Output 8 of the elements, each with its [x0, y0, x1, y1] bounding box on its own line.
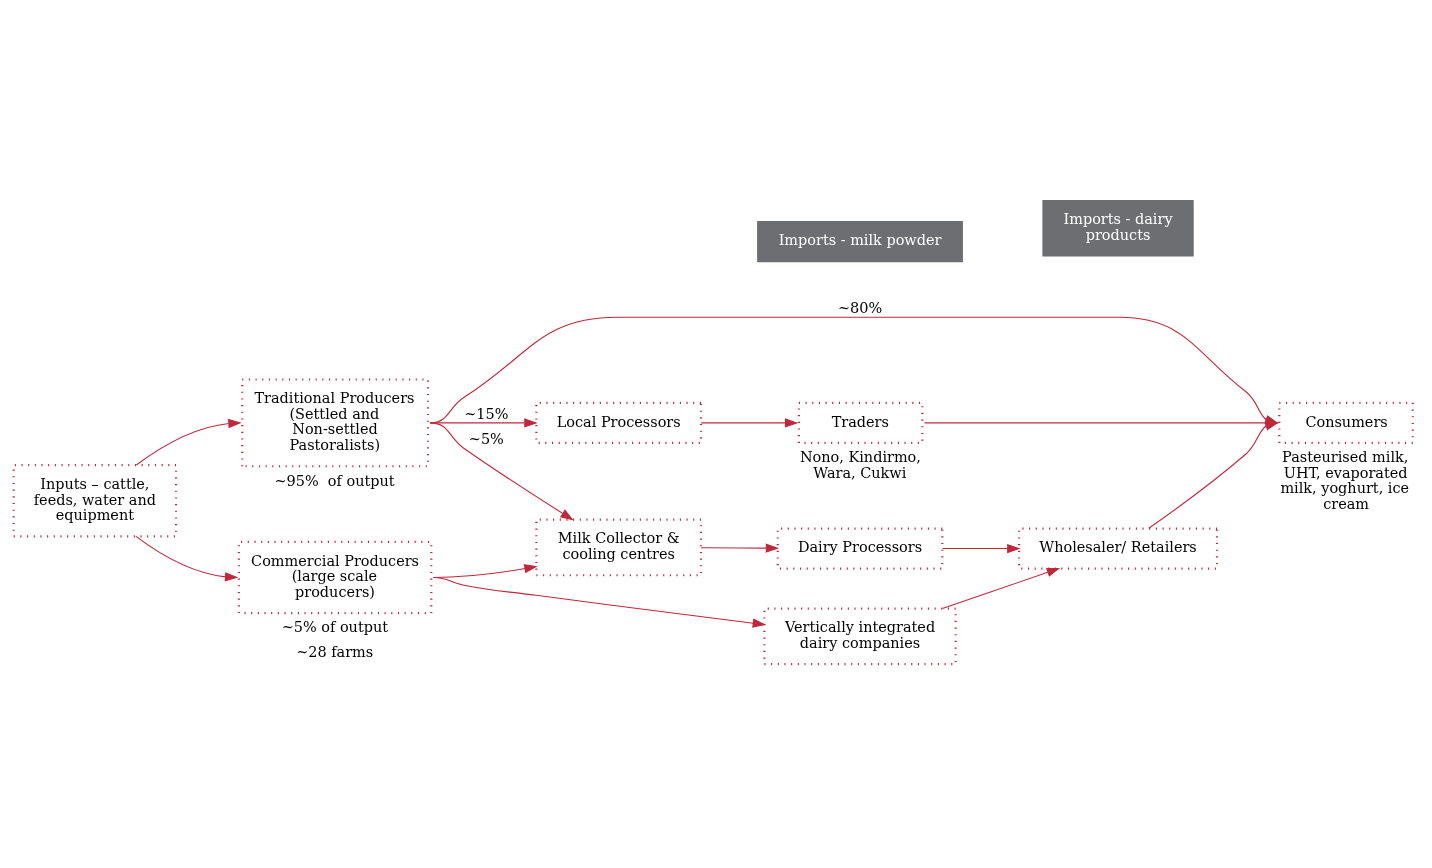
edge-label: ~5% — [468, 431, 504, 448]
node-label: ~95% of output — [274, 472, 395, 489]
edge-label: ~80% — [837, 300, 883, 317]
edge-label: ~15% — [464, 405, 509, 422]
node-label: Nono, Kindirmo, Wara, Cukwi — [799, 449, 921, 481]
node-label: ~28 farms — [296, 643, 374, 660]
node-label: ~5% of output — [281, 619, 389, 636]
node-label: Pasteurised milk, UHT, evaporated milk, yoghurt, ice cream — [1280, 449, 1410, 512]
